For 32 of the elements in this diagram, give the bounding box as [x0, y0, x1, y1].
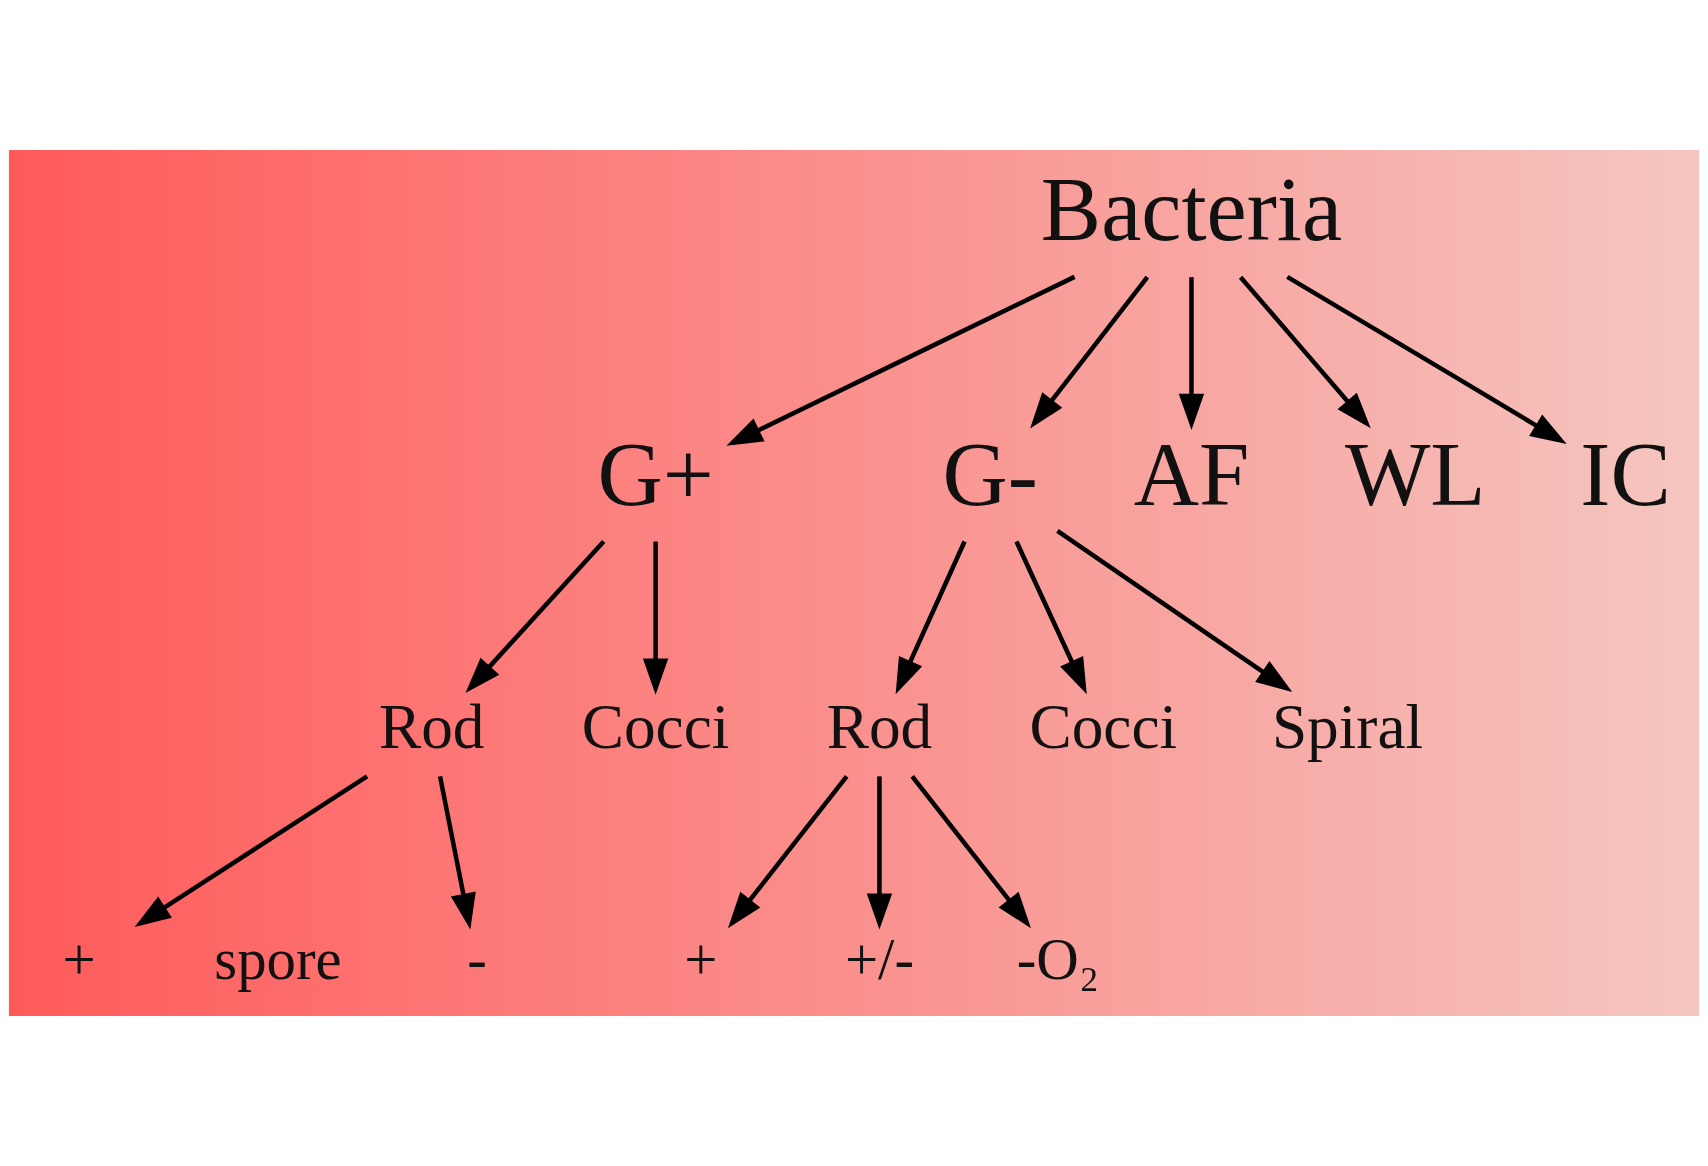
node-text: -O₂ — [1016, 927, 1100, 993]
arrow — [727, 775, 849, 929]
node-text: Bacteria — [1040, 159, 1343, 261]
arrow — [134, 774, 369, 927]
node-text: Spiral — [1271, 691, 1424, 762]
node-text: + — [62, 927, 96, 993]
node-text: AF — [1133, 423, 1250, 525]
node-text: + — [684, 927, 718, 993]
arrow — [1238, 275, 1371, 429]
node-text: Rod — [378, 691, 485, 762]
arrow — [1178, 277, 1205, 431]
node-text: +/- — [844, 927, 914, 993]
arrow — [910, 774, 1031, 929]
node-text: WL — [1345, 423, 1486, 525]
node-text: IC — [1580, 423, 1671, 525]
node-text: G+ — [597, 423, 714, 525]
node-text: G- — [942, 423, 1038, 525]
arrow — [437, 775, 476, 930]
node-text: Cocci — [1029, 691, 1178, 762]
arrow — [1286, 274, 1567, 445]
arrow — [726, 274, 1076, 446]
arrow — [895, 540, 967, 695]
label: spore — [214, 927, 342, 993]
arrow — [1056, 528, 1293, 692]
arrow — [866, 776, 893, 930]
arrow — [465, 540, 606, 693]
node-text: Cocci — [581, 691, 730, 762]
arrow — [1030, 275, 1150, 429]
arrow — [642, 541, 669, 695]
node-text: Rod — [826, 691, 933, 762]
arrow — [1014, 540, 1087, 695]
node-text: - — [467, 927, 487, 993]
